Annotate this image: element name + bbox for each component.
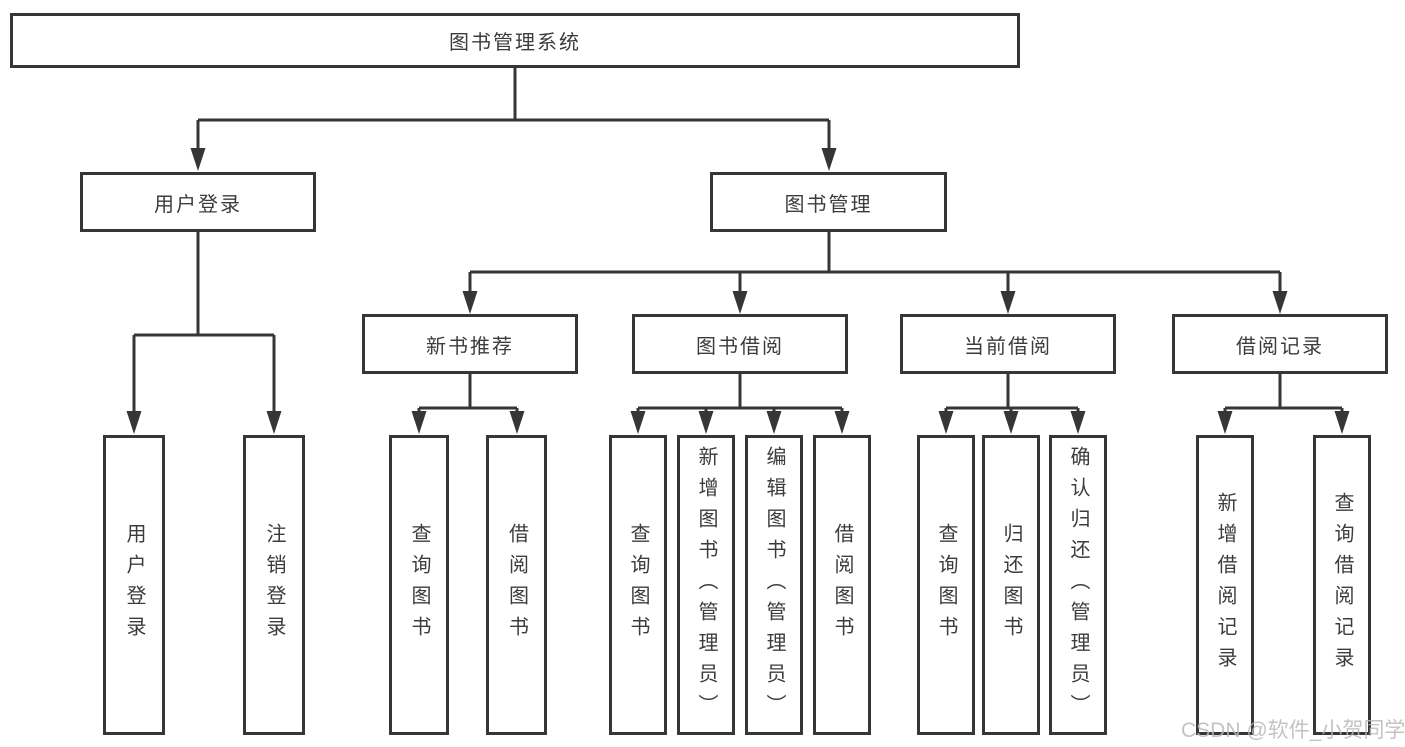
leaf-borrow-borrow-books-label: 借阅图书	[831, 523, 853, 647]
leaf-newbook-query-books-label: 查询图书	[408, 523, 430, 647]
leaf-logout-login: 注销登录	[243, 435, 305, 735]
leaf-borrow-add-books-admin: 新增图书（管理员）	[677, 435, 735, 735]
leaf-records-query-record: 查询借阅记录	[1313, 435, 1371, 735]
leaf-current-return-books-label: 归还图书	[1000, 523, 1022, 647]
node-book-borrow-label: 图书借阅	[696, 335, 784, 358]
node-current-borrow: 当前借阅	[900, 314, 1116, 374]
leaf-borrow-query-books-label: 查询图书	[627, 523, 649, 647]
leaf-current-query-books: 查询图书	[917, 435, 975, 735]
leaf-user-login: 用户登录	[103, 435, 165, 735]
leaf-newbook-query-books: 查询图书	[389, 435, 449, 735]
leaf-borrow-query-books: 查询图书	[609, 435, 667, 735]
node-user-login: 用户登录	[80, 172, 316, 232]
leaf-borrow-add-books-admin-label: 新增图书（管理员）	[695, 445, 717, 725]
leaf-current-confirm-return-admin: 确认归还（管理员）	[1049, 435, 1107, 735]
leaf-records-add-record: 新增借阅记录	[1196, 435, 1254, 735]
node-user-login-label: 用户登录	[154, 193, 242, 216]
node-library-system: 图书管理系统	[10, 13, 1020, 68]
node-new-book-recommend-label: 新书推荐	[426, 335, 514, 358]
node-library-system-label: 图书管理系统	[449, 32, 581, 54]
leaf-newbook-borrow-books: 借阅图书	[486, 435, 547, 735]
leaf-current-return-books: 归还图书	[982, 435, 1040, 735]
leaf-user-login-label: 用户登录	[123, 523, 145, 647]
leaf-borrow-edit-books-admin: 编辑图书（管理员）	[745, 435, 803, 735]
node-book-borrow: 图书借阅	[632, 314, 848, 374]
leaf-records-add-record-label: 新增借阅记录	[1214, 492, 1236, 678]
node-new-book-recommend: 新书推荐	[362, 314, 578, 374]
leaf-current-confirm-return-admin-label: 确认归还（管理员）	[1067, 445, 1089, 725]
node-book-management-label: 图书管理	[784, 193, 873, 216]
leaf-newbook-borrow-books-label: 借阅图书	[505, 523, 528, 647]
node-current-borrow-label: 当前借阅	[964, 335, 1052, 358]
node-book-management: 图书管理	[710, 172, 947, 232]
leaf-logout-login-label: 注销登录	[263, 523, 285, 647]
leaf-borrow-edit-books-admin-label: 编辑图书（管理员）	[763, 445, 785, 725]
leaf-borrow-borrow-books: 借阅图书	[813, 435, 871, 735]
node-borrow-records: 借阅记录	[1172, 314, 1388, 374]
leaf-current-query-books-label: 查询图书	[935, 523, 957, 647]
node-borrow-records-label: 借阅记录	[1236, 335, 1324, 358]
leaf-records-query-record-label: 查询借阅记录	[1331, 492, 1353, 678]
csdn-watermark: CSDN @软件_小贺同学	[1181, 719, 1405, 742]
